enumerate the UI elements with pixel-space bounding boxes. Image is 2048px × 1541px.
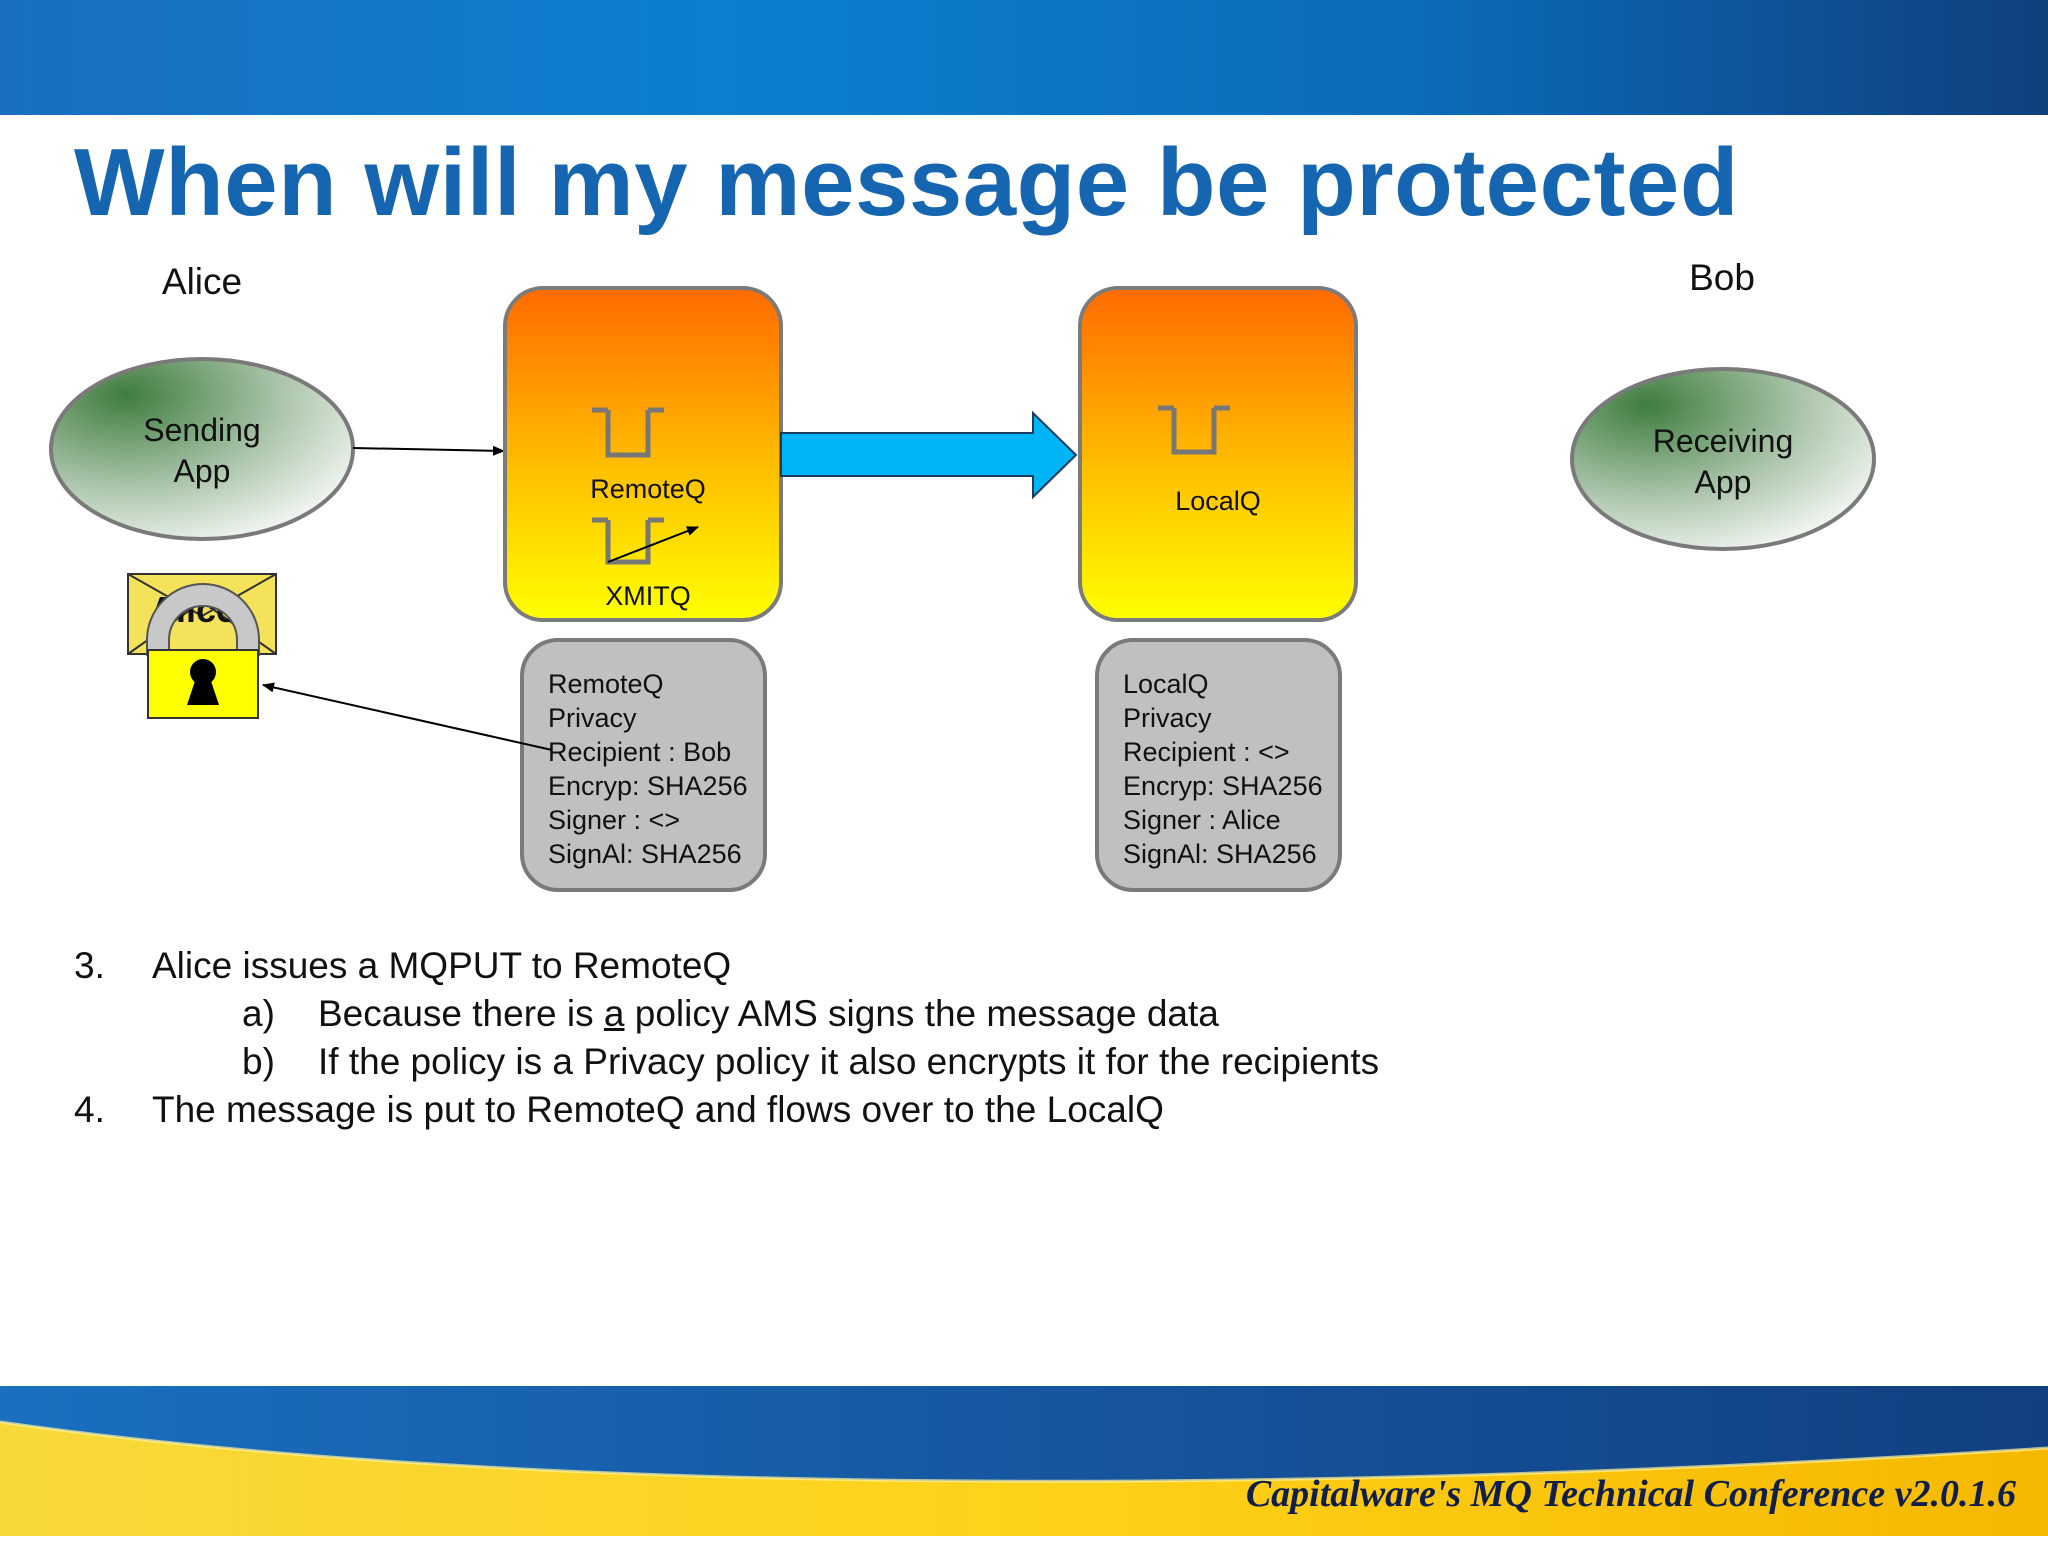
remote-policy-line: Signer : <>	[548, 805, 680, 835]
step-number: a)	[242, 993, 275, 1034]
remote-policy-line: Recipient : Bob	[548, 737, 731, 767]
xmitq-label: XMITQ	[605, 581, 691, 611]
receiving-app: Receiving App	[1570, 367, 1876, 551]
footer-swoosh	[0, 1386, 2048, 1536]
sending-app-label-1: Sending	[143, 412, 260, 448]
step-number: 3.	[74, 945, 105, 986]
conference-footer: Capitalware's MQ Technical Conference v2…	[1245, 1473, 2016, 1515]
remoteq-queue-icon	[592, 407, 664, 458]
local-policy-line: Privacy	[1123, 703, 1212, 733]
remote-queue-manager: RemoteQ XMITQ	[503, 286, 783, 622]
remote-policy-line: Encryp: SHA256	[548, 771, 748, 801]
local-policy-line: SignAl: SHA256	[1123, 839, 1317, 869]
step-number: b)	[242, 1041, 275, 1082]
receiving-app-label-1: Receiving	[1653, 423, 1794, 459]
bob-label: Bob	[1689, 257, 1755, 298]
remote-policy-line: Privacy	[548, 703, 637, 733]
remote-policy-line: SignAl: SHA256	[548, 839, 742, 869]
lock-icon	[146, 583, 260, 719]
protected-message: Alice	[127, 573, 277, 719]
remote-policy-box: RemoteQ Privacy Recipient : Bob Encryp: …	[520, 638, 767, 892]
receiving-app-label-2: App	[1695, 464, 1752, 500]
sending-app: Sending App	[49, 357, 355, 541]
step-text-underlined: a	[603, 993, 625, 1034]
remote-policy-line: RemoteQ	[548, 669, 664, 699]
svg-text:LocalQ Privacy Rec: LocalQ Privacy Recipient : <> Encryp: SH…	[1123, 669, 1330, 869]
step-number: 4.	[74, 1089, 105, 1130]
localq-label: LocalQ	[1175, 486, 1261, 516]
step-text: If the policy is a Privacy policy it als…	[318, 1041, 1380, 1082]
transfer-arrow	[780, 410, 1078, 500]
xmitq-queue-icon	[592, 517, 664, 565]
footer-banner: Capitalware's MQ Technical Conference v2…	[0, 1386, 2048, 1536]
remoteq-label: RemoteQ	[590, 474, 706, 504]
local-policy-line: Recipient : <>	[1123, 737, 1290, 767]
local-queue-manager: LocalQ	[1078, 286, 1358, 622]
step-text: Alice issues a MQPUT to RemoteQ	[152, 945, 732, 986]
localq-queue-icon	[1158, 405, 1230, 455]
slide-title: When will my message be protected	[74, 129, 1739, 236]
local-policy-line: LocalQ	[1123, 669, 1209, 699]
local-policy-line: Encryp: SHA256	[1123, 771, 1323, 801]
alice-label: Alice	[162, 261, 242, 302]
top-banner	[0, 0, 2048, 115]
step-text: The message is put to RemoteQ and flows …	[152, 1089, 1164, 1130]
step-text: Because there is a policy AMS signs the …	[318, 990, 1219, 1038]
put-arrow	[352, 445, 505, 456]
svg-text:RemoteQ Privacy Re: RemoteQ Privacy Recipient : Bob Encryp: …	[548, 669, 755, 869]
step-text-part: policy AMS signs the message data	[624, 993, 1219, 1034]
xmitq-arrow	[607, 526, 699, 563]
local-policy-line: Signer : Alice	[1123, 805, 1281, 835]
sending-app-label-2: App	[174, 453, 231, 489]
step-text-part: Because there is	[318, 993, 604, 1034]
local-policy-box: LocalQ Privacy Recipient : <> Encryp: SH…	[1095, 638, 1342, 892]
policy-apply-arrow	[262, 682, 553, 751]
